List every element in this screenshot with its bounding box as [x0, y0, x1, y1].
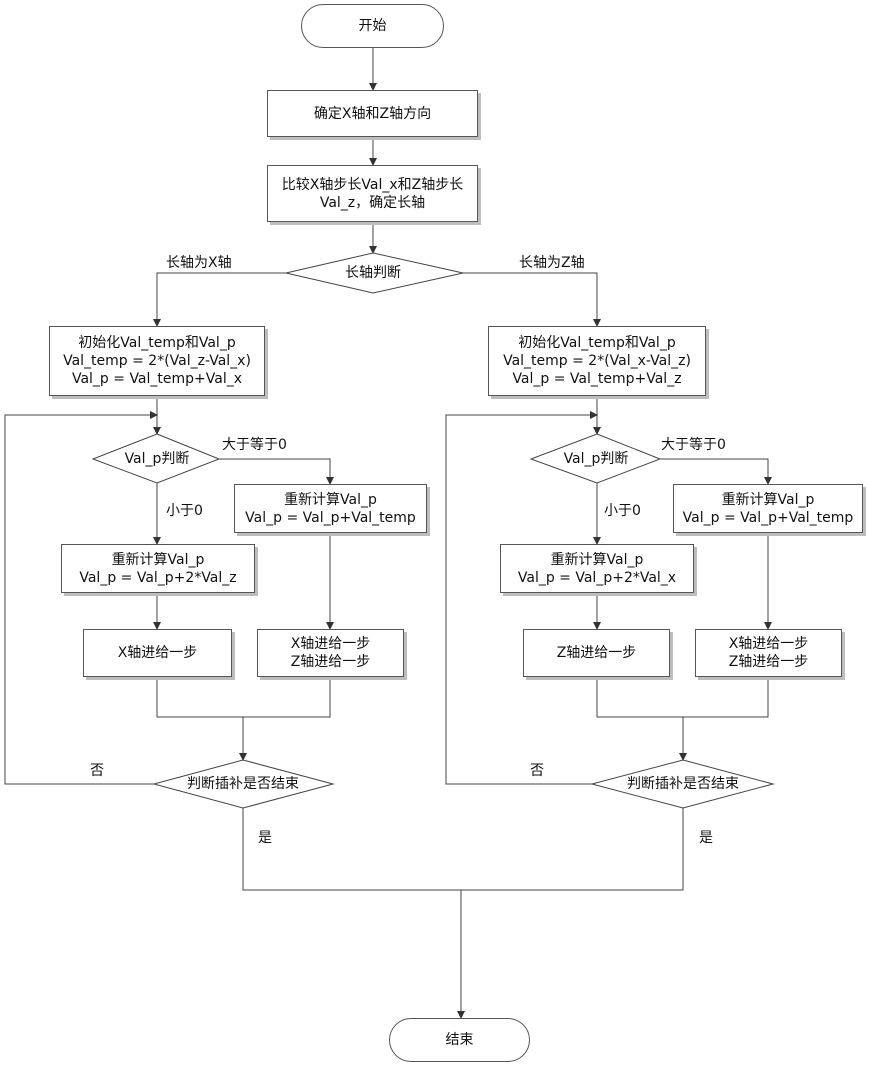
step-xz-left-line-2: Z轴进给一步 — [291, 653, 371, 671]
compare-line-1: 比较X轴步长Val_x和Z轴步长 — [282, 176, 463, 194]
edge-label-ge0-right: 大于等于0 — [661, 437, 726, 453]
step-xz-right-line-1: X轴进给一步 — [729, 635, 809, 653]
process-compare-steps: 比较X轴步长Val_x和Z轴步长 Val_z，确定长轴 — [267, 165, 478, 222]
edge-label-yes-left: 是 — [258, 830, 272, 846]
process-recalc-ge-left: 重新计算Val_p Val_p = Val_p+Val_temp — [234, 484, 427, 533]
recalc-lt-left-line-2: Val_p = Val_p+2*Val_z — [79, 569, 236, 587]
edge-check-left-yes — [243, 808, 461, 890]
init-left-line-2: Val_temp = 2*(Val_z-Val_x) — [63, 352, 251, 370]
recalc-lt-left-line-1: 重新计算Val_p — [112, 551, 205, 569]
process-init-left: 初始化Val_temp和Val_p Val_temp = 2*(Val_z-Va… — [49, 326, 265, 396]
process-step-x: X轴进给一步 — [83, 629, 232, 677]
step-xz-right-line-2: Z轴进给一步 — [729, 653, 809, 671]
edge-label-lt0-right: 小于0 — [604, 503, 641, 519]
edge-merge-right — [597, 677, 768, 717]
recalc-ge-right-line-1: 重新计算Val_p — [722, 491, 815, 509]
decision-vp-left-text: Val_p判断 — [107, 451, 207, 467]
edge-label-lt0-left: 小于0 — [166, 503, 203, 519]
recalc-ge-left-line-1: 重新计算Val_p — [284, 491, 377, 509]
init-right-line-3: Val_p = Val_temp+Val_z — [512, 370, 681, 388]
process-recalc-lt-left: 重新计算Val_p Val_p = Val_p+2*Val_z — [61, 544, 255, 593]
set-direction-text: 确定X轴和Z轴方向 — [314, 105, 431, 123]
decision-longaxis-text: 长轴判断 — [323, 265, 423, 281]
edge-label-no-right: 否 — [530, 763, 544, 779]
recalc-ge-left-line-2: Val_p = Val_p+Val_temp — [245, 509, 416, 527]
edge-vp-left-ge — [219, 459, 330, 484]
start-terminal: 开始 — [301, 4, 444, 48]
edge-label-long-z: 长轴为Z轴 — [519, 255, 585, 271]
recalc-lt-right-line-1: 重新计算Val_p — [551, 551, 644, 569]
recalc-ge-right-line-2: Val_p = Val_p+Val_temp — [683, 509, 854, 527]
step-x-text: X轴进给一步 — [118, 644, 198, 662]
edge-check-right-yes — [461, 808, 683, 890]
process-step-xz-right: X轴进给一步 Z轴进给一步 — [695, 629, 842, 677]
step-xz-left-line-1: X轴进给一步 — [291, 635, 371, 653]
decision-vp-right-text: Val_p判断 — [546, 451, 646, 467]
edge-merge-left — [157, 677, 330, 717]
init-left-line-1: 初始化Val_temp和Val_p — [78, 334, 235, 352]
edge-label-yes-right: 是 — [699, 830, 713, 846]
decision-end-check-right-text: 判断插补是否结束 — [613, 776, 753, 792]
init-right-line-1: 初始化Val_temp和Val_p — [518, 334, 675, 352]
edge-label-ge0-left: 大于等于0 — [222, 437, 287, 453]
process-set-direction: 确定X轴和Z轴方向 — [267, 90, 478, 137]
recalc-lt-right-line-2: Val_p = Val_p+2*Val_x — [518, 569, 676, 587]
end-label: 结束 — [446, 1031, 474, 1049]
process-step-xz-left: X轴进给一步 Z轴进给一步 — [257, 629, 404, 677]
init-right-line-2: Val_temp = 2*(Val_x-Val_z) — [503, 352, 691, 370]
start-label: 开始 — [359, 17, 387, 35]
edge-longaxis-to-init-right — [463, 273, 597, 326]
edge-longaxis-to-init-left — [157, 273, 286, 326]
step-z-text: Z轴进给一步 — [557, 644, 637, 662]
process-recalc-lt-right: 重新计算Val_p Val_p = Val_p+2*Val_x — [500, 544, 694, 593]
process-step-z: Z轴进给一步 — [523, 629, 670, 677]
init-left-line-3: Val_p = Val_temp+Val_x — [72, 370, 242, 388]
compare-line-2: Val_z，确定长轴 — [320, 194, 425, 212]
edge-label-no-left: 否 — [90, 763, 104, 779]
end-terminal: 结束 — [389, 1018, 530, 1062]
process-recalc-ge-right: 重新计算Val_p Val_p = Val_p+Val_temp — [673, 484, 863, 533]
decision-end-check-left-text: 判断插补是否结束 — [173, 776, 313, 792]
process-init-right: 初始化Val_temp和Val_p Val_temp = 2*(Val_x-Va… — [488, 326, 706, 396]
edge-label-long-x: 长轴为X轴 — [166, 255, 232, 271]
edge-vp-right-ge — [660, 459, 768, 484]
